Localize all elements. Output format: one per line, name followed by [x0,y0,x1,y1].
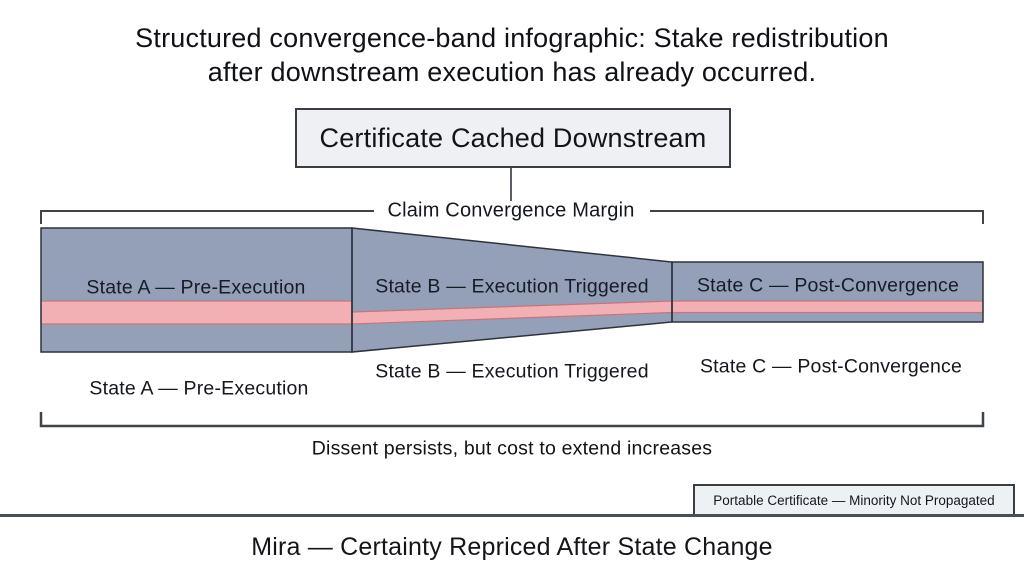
dissent-caption: Dissent persists, but cost to extend inc… [311,437,713,460]
below-label-state-c: State C — Post-Convergence [699,355,963,378]
certificate-cached-label: Certificate Cached Downstream [319,122,707,153]
page-title-line1: Structured convergence-band infographic:… [135,23,889,53]
certificate-cached-box: Certificate Cached Downstream [295,108,731,168]
below-label-state-b: State B — Execution Triggered [375,360,649,383]
stake-stripe-a [40,300,353,325]
portable-certificate-label: Portable Certificate — Minority Not Prop… [713,492,995,508]
band-segment-a-shape [41,228,352,352]
portable-certificate-box: Portable Certificate — Minority Not Prop… [693,484,1015,514]
band-segment-c-outline [671,261,984,323]
stake-stripe-c [671,300,984,314]
top-bracket-right-line [650,210,984,224]
footer-title: Mira — Certainty Repriced After State Ch… [251,533,773,561]
below-label-state-a: State A — Pre-Execution [89,377,309,400]
bottom-bracket-line [39,412,985,428]
footer-divider-rule [0,514,1024,517]
top-bracket-left-line [40,210,374,224]
band-label-state-c: State C — Post-Convergence [696,274,960,297]
band-label-state-a: State A — Pre-Execution [86,276,306,299]
band-label-state-b: State B — Execution Triggered [375,275,649,298]
page-title: Structured convergence-band infographic:… [0,21,1024,89]
page-title-line2: after downstream execution has already o… [207,57,817,87]
claim-convergence-margin-label: Claim Convergence Margin [387,199,635,222]
